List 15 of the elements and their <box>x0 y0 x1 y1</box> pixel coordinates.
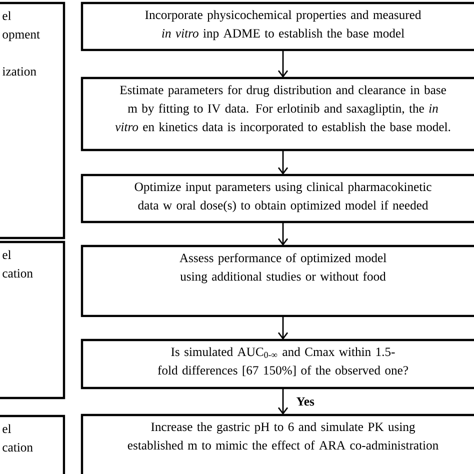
stage-box: el cation <box>0 414 66 474</box>
stage-box: el opment ization <box>0 2 66 240</box>
arrow <box>278 222 288 246</box>
edge-label: Yes <box>295 396 316 407</box>
arrow <box>278 388 288 415</box>
arrow <box>278 150 288 175</box>
process-box: Optimize input parameters using clinical pharmacokinetic data w oral dose(s) to obtain optimized model if needed <box>80 174 474 224</box>
process-box: Incorporate physicochemical properties and measured in vitro inp ADME to establish the base model <box>80 2 474 52</box>
process-box: Assess performance of optimized model using additional studies or without food <box>80 244 474 318</box>
arrow <box>278 316 288 340</box>
arrow <box>278 50 288 78</box>
process-box: Increase the gastric pH to 6 and simulate PK using established m to mimic the effect of ARA co-administration <box>80 414 474 474</box>
process-box: Is simulated AUC$_{0-∞}$ and Cmax within 1.5-fold differences [67 150%] of the observed one? <box>80 338 474 390</box>
process-box: Estimate parameters for drug distribution and clearance in base m by fitting to IV data. For erlotinib and saxagliptin, the in vitro en kinetics data is incorporated to establish the base model. <box>80 76 474 152</box>
stage-box: el cation <box>0 240 66 400</box>
